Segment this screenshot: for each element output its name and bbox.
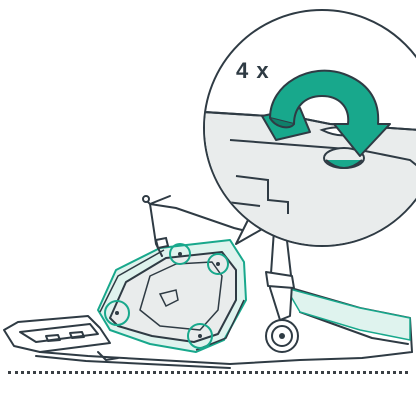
repeat-count-label: 4 x <box>236 60 270 82</box>
dotted-divider <box>8 371 408 374</box>
rear-fabric <box>286 288 410 340</box>
zoom-callout <box>204 10 416 260</box>
